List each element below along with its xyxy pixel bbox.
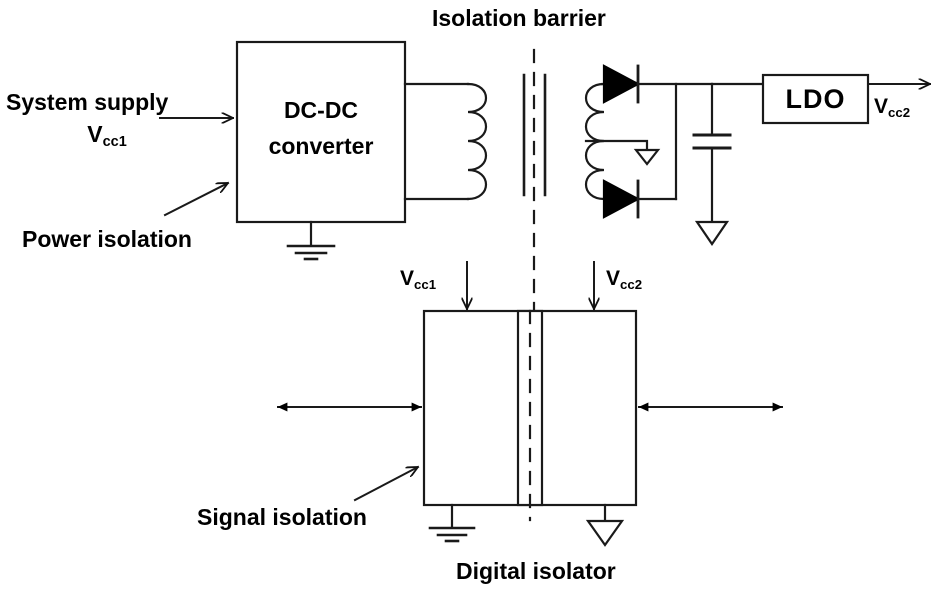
transformer-core-lines: [522, 73, 547, 197]
isolator-earth-ground-icon: [428, 526, 476, 543]
system-supply-vcc1-v: V: [87, 121, 103, 147]
rectifier-diode-bottom: [602, 82, 678, 219]
digital-isolator-caption: Digital isolator: [456, 558, 616, 584]
system-supply-label: System supply: [6, 89, 169, 115]
isolator-vcc2-label: Vcc2: [606, 267, 643, 292]
vcc2-output-v: V: [874, 95, 889, 118]
isolator-vcc2-v: V: [606, 267, 621, 290]
power-isolation-pointer: [163, 181, 228, 217]
dcdc-converter-label-line2: converter: [268, 133, 374, 159]
signal-isolation-pointer: [353, 465, 418, 502]
rectifier-diode-top: [600, 64, 714, 104]
transformer-primary-winding: [403, 82, 487, 201]
capacitor-triangle-ground-icon: [694, 220, 730, 246]
system-supply-vcc1-label: Vcc1: [42, 121, 172, 151]
dcdc-converter-label-line1: DC-DC: [283, 97, 359, 123]
dcdc-earth-ground-icon: [286, 244, 336, 261]
system-supply-vcc1-subscript: cc1: [102, 134, 127, 151]
isolator-vcc1-label: Vcc1: [400, 267, 437, 292]
vcc2-output-subscript: cc2: [888, 104, 911, 120]
ldo-block: [761, 73, 870, 125]
figure-title: Isolation barrier: [432, 5, 606, 31]
dcdc-converter-block: [235, 40, 407, 224]
isolator-vcc1-v: V: [400, 267, 415, 290]
secondary-center-tap: [584, 139, 661, 166]
isolator-vcc2-subscript: cc2: [620, 276, 643, 292]
ldo-label: LDO: [785, 84, 846, 114]
power-isolation-label: Power isolation: [22, 226, 192, 252]
isolator-triangle-ground-icon: [585, 519, 625, 547]
signal-isolation-label: Signal isolation: [197, 504, 367, 530]
filter-capacitor: [692, 82, 732, 224]
isolator-vcc1-subscript: cc1: [414, 276, 437, 292]
vcc2-output-label: Vcc2: [874, 95, 911, 120]
